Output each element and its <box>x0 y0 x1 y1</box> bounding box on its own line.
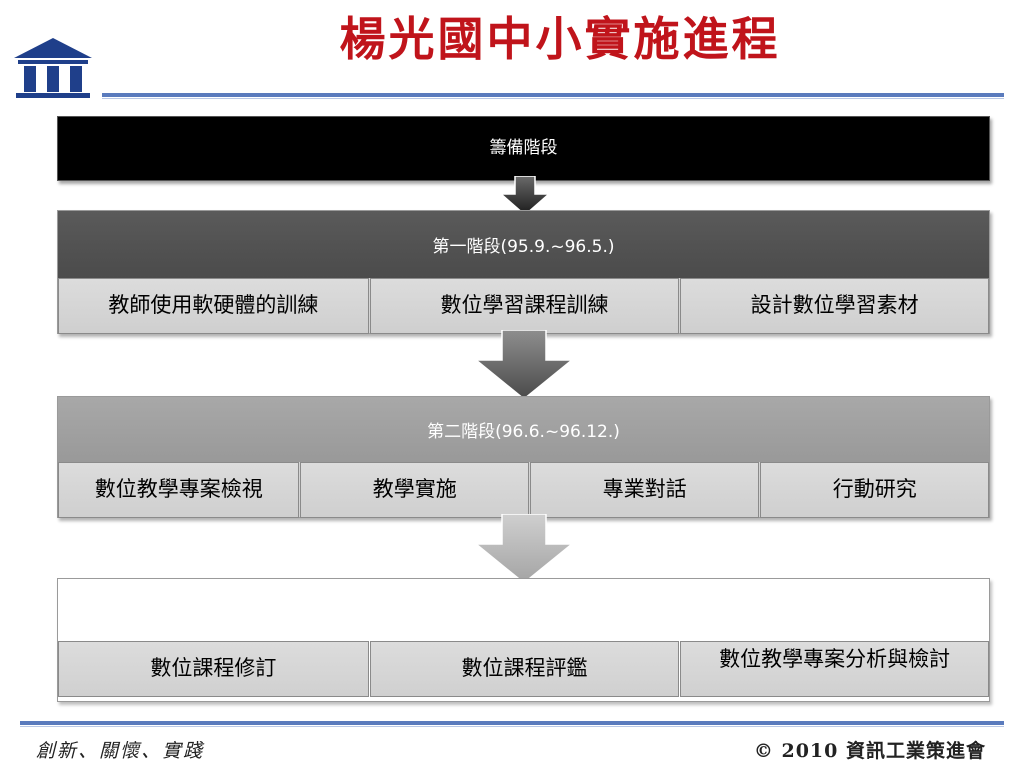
task-project-review: 數位教學專案檢視 <box>58 462 300 518</box>
stage-one-label: 第一階段(95.9.~96.5.) <box>58 211 989 278</box>
stage-one: 第一階段(95.9.~96.5.) 教師使用軟硬體的訓練 數位學習課程訓練 設計… <box>57 210 990 334</box>
header-rule <box>102 93 1004 97</box>
stage-two-label: 第二階段(96.6.~96.12.) <box>58 397 989 462</box>
page-title: 楊光國中小實施進程 <box>339 12 781 66</box>
header-rule-thin <box>102 98 1004 99</box>
stage-two-tasks: 數位教學專案檢視 教學實施 專業對話 行動研究 <box>58 462 989 518</box>
stage-three-tasks: 數位課程修訂 數位課程評鑑 數位教學專案分析與檢討 <box>58 641 990 697</box>
footer-motto: 創新、關懷、實踐 <box>36 740 205 762</box>
task-teaching-implementation: 教學實施 <box>300 462 529 518</box>
task-teacher-hardware-training: 教師使用軟硬體的訓練 <box>58 278 369 334</box>
task-action-research: 行動研究 <box>760 462 989 518</box>
task-professional-dialogue: 專業對話 <box>529 462 760 518</box>
stage-three-label <box>58 579 989 641</box>
footer-rule-thin <box>20 726 1004 727</box>
iii-logo-icon <box>14 38 92 98</box>
stage-two: 第二階段(96.6.~96.12.) 數位教學專案檢視 教學實施 專業對話 行動… <box>57 396 990 518</box>
footer-copyright: © 2010 資訊工業策進會 <box>753 740 986 762</box>
footer-rule <box>20 721 1004 725</box>
stage-preparation-label: 籌備階段 <box>489 138 558 158</box>
task-course-revision: 數位課程修訂 <box>58 641 369 697</box>
task-course-evaluation: 數位課程評鑑 <box>369 641 680 697</box>
task-design-digital-materials: 設計數位學習素材 <box>680 278 990 334</box>
down-arrow-icon <box>474 514 574 584</box>
task-project-analysis: 數位教學專案分析與檢討 <box>680 641 990 697</box>
stage-three: 數位課程修訂 數位課程評鑑 數位教學專案分析與檢討 <box>57 578 990 702</box>
stage-one-tasks: 教師使用軟硬體的訓練 數位學習課程訓練 設計數位學習素材 <box>58 278 990 334</box>
stage-preparation: 籌備階段 <box>57 116 990 181</box>
down-arrow-icon <box>500 176 550 216</box>
down-arrow-icon <box>474 330 574 400</box>
task-digital-course-training: 數位學習課程訓練 <box>369 278 680 334</box>
